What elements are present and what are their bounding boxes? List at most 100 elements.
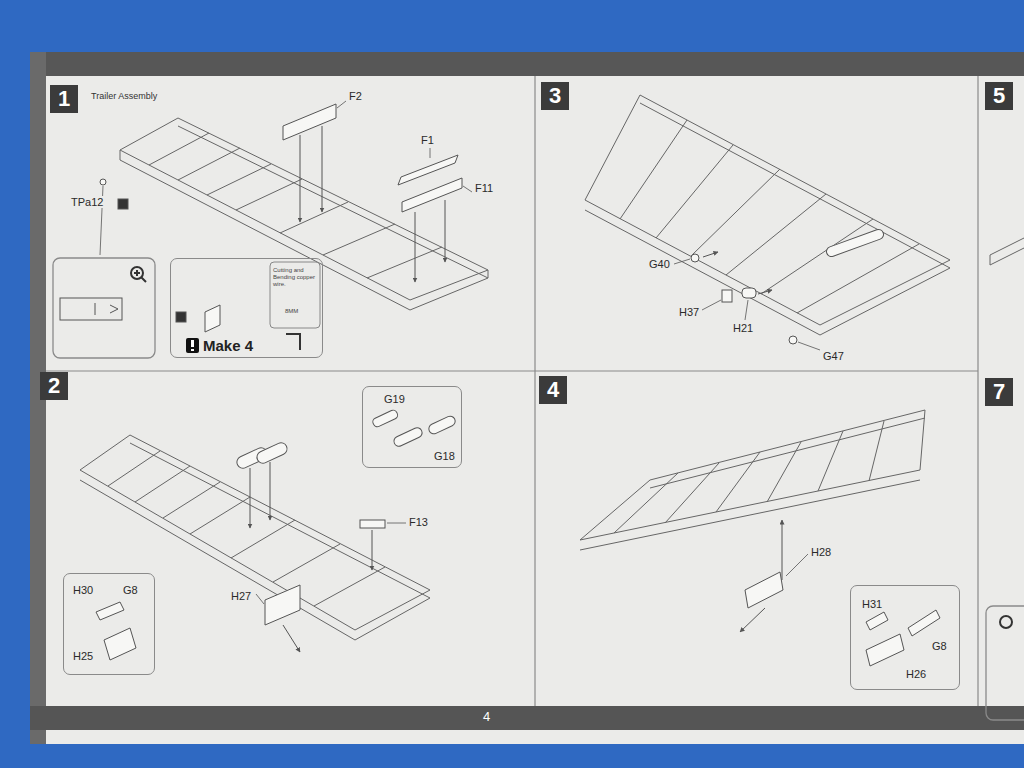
part-drawing [986,606,1024,720]
part-drawing [255,441,289,465]
quantity-note: Make 4 [203,337,253,354]
part-number: G8 [122,584,139,596]
chassis-frame [585,95,950,335]
step-title: Trailer Assembly [90,91,158,101]
paper-page [30,52,1024,744]
part-number: H21 [732,322,754,334]
step-panel: 1 Trailer AssemblyCutting and Bending cop… [48,80,535,370]
part-number: H26 [905,668,927,680]
part-number: G18 [433,450,456,462]
part-drawing [691,254,699,262]
part-drawing [908,610,940,636]
part-number: H28 [810,546,832,558]
part-drawing [104,628,136,660]
step-number: 4 [539,376,567,404]
part-number: G40 [648,258,671,270]
part-drawing [360,520,385,528]
step-panel: 4H31G8H26 [537,374,977,706]
panel-divider [46,370,978,371]
part-number: H31 [861,598,883,610]
assembly-arrow [283,625,300,652]
leader-line [337,101,346,108]
part-drawing [265,585,300,625]
part-drawing [53,104,1024,720]
detail-inset: H30 G8H25 [63,573,155,675]
part-drawing [427,415,457,436]
part-drawing [270,262,320,328]
part-number: F11 [474,182,494,194]
part-drawing [825,228,885,258]
part-drawing [742,288,756,298]
leader-line [786,554,808,576]
assembly-arrow [758,290,772,294]
part-drawing [191,349,194,351]
step-panel: 7 [980,374,1024,706]
part-drawing [205,305,220,332]
step-number: 3 [541,82,569,110]
part-number: F2 [348,90,363,102]
part-number: H27 [230,590,252,602]
chassis-frame [120,118,488,310]
part-drawing [866,634,904,666]
assembly-arrow [415,212,416,282]
assembly-arrow [250,468,251,528]
leader-line [745,300,748,320]
step-panel: 3 [537,78,977,370]
leader-line [256,594,264,604]
part-number: H30 [72,584,94,596]
part-number: G47 [822,350,845,362]
leader-line [798,342,820,350]
part-number: G19 [383,393,406,405]
assembly-arrow [250,126,782,652]
assembly-arrow [740,608,765,632]
part-drawing [100,179,106,185]
part-drawing [402,178,462,212]
leader-line [702,300,721,310]
part-drawing [283,104,336,140]
panel-divider [534,76,535,706]
part-number: TPa12 [70,196,104,208]
step-panel: 2G19G18H30 G8H25 [38,372,533,704]
step-number: 2 [40,372,68,400]
paper-page [30,52,1024,76]
part-drawing [60,298,122,320]
part-drawing [191,340,194,347]
leader-line [674,259,690,264]
part-number: G8 [931,640,948,652]
part-drawing [789,336,797,344]
assembly-arrow [372,530,373,570]
part-drawing [134,270,146,282]
chassis-frame [80,435,430,640]
part-drawing [372,409,399,428]
chassis-frame [80,95,1024,640]
chassis-frame [990,238,1024,265]
part-drawing [95,303,118,315]
part-number: H37 [678,306,700,318]
panel-divider [977,76,978,706]
leader-line [463,186,472,192]
part-drawing [118,199,128,209]
chassis-frame [580,410,925,550]
leader-line [100,101,820,604]
step-panel: 5 [980,78,1024,370]
instruction-note: 8MM [285,308,298,314]
step-number: 1 [50,85,78,113]
assembly-arrow [703,252,718,257]
leader-line [430,148,431,158]
panel-divider [46,76,978,706]
paper-page [30,706,1024,730]
part-drawing [398,155,458,185]
detail-inset: Cutting and Bending copper wire.8MMMake … [170,258,323,358]
assembly-arrow [445,200,446,262]
part-number: H25 [72,650,94,662]
assembly-arrow [782,520,783,580]
part-drawing [392,426,423,448]
leader-line [387,523,406,524]
part-drawing [186,338,199,353]
part-drawing [745,572,783,608]
part-drawing [53,258,155,358]
page-number: 4 [482,709,491,724]
part-number: F13 [408,516,429,528]
part-drawing [1000,616,1012,628]
